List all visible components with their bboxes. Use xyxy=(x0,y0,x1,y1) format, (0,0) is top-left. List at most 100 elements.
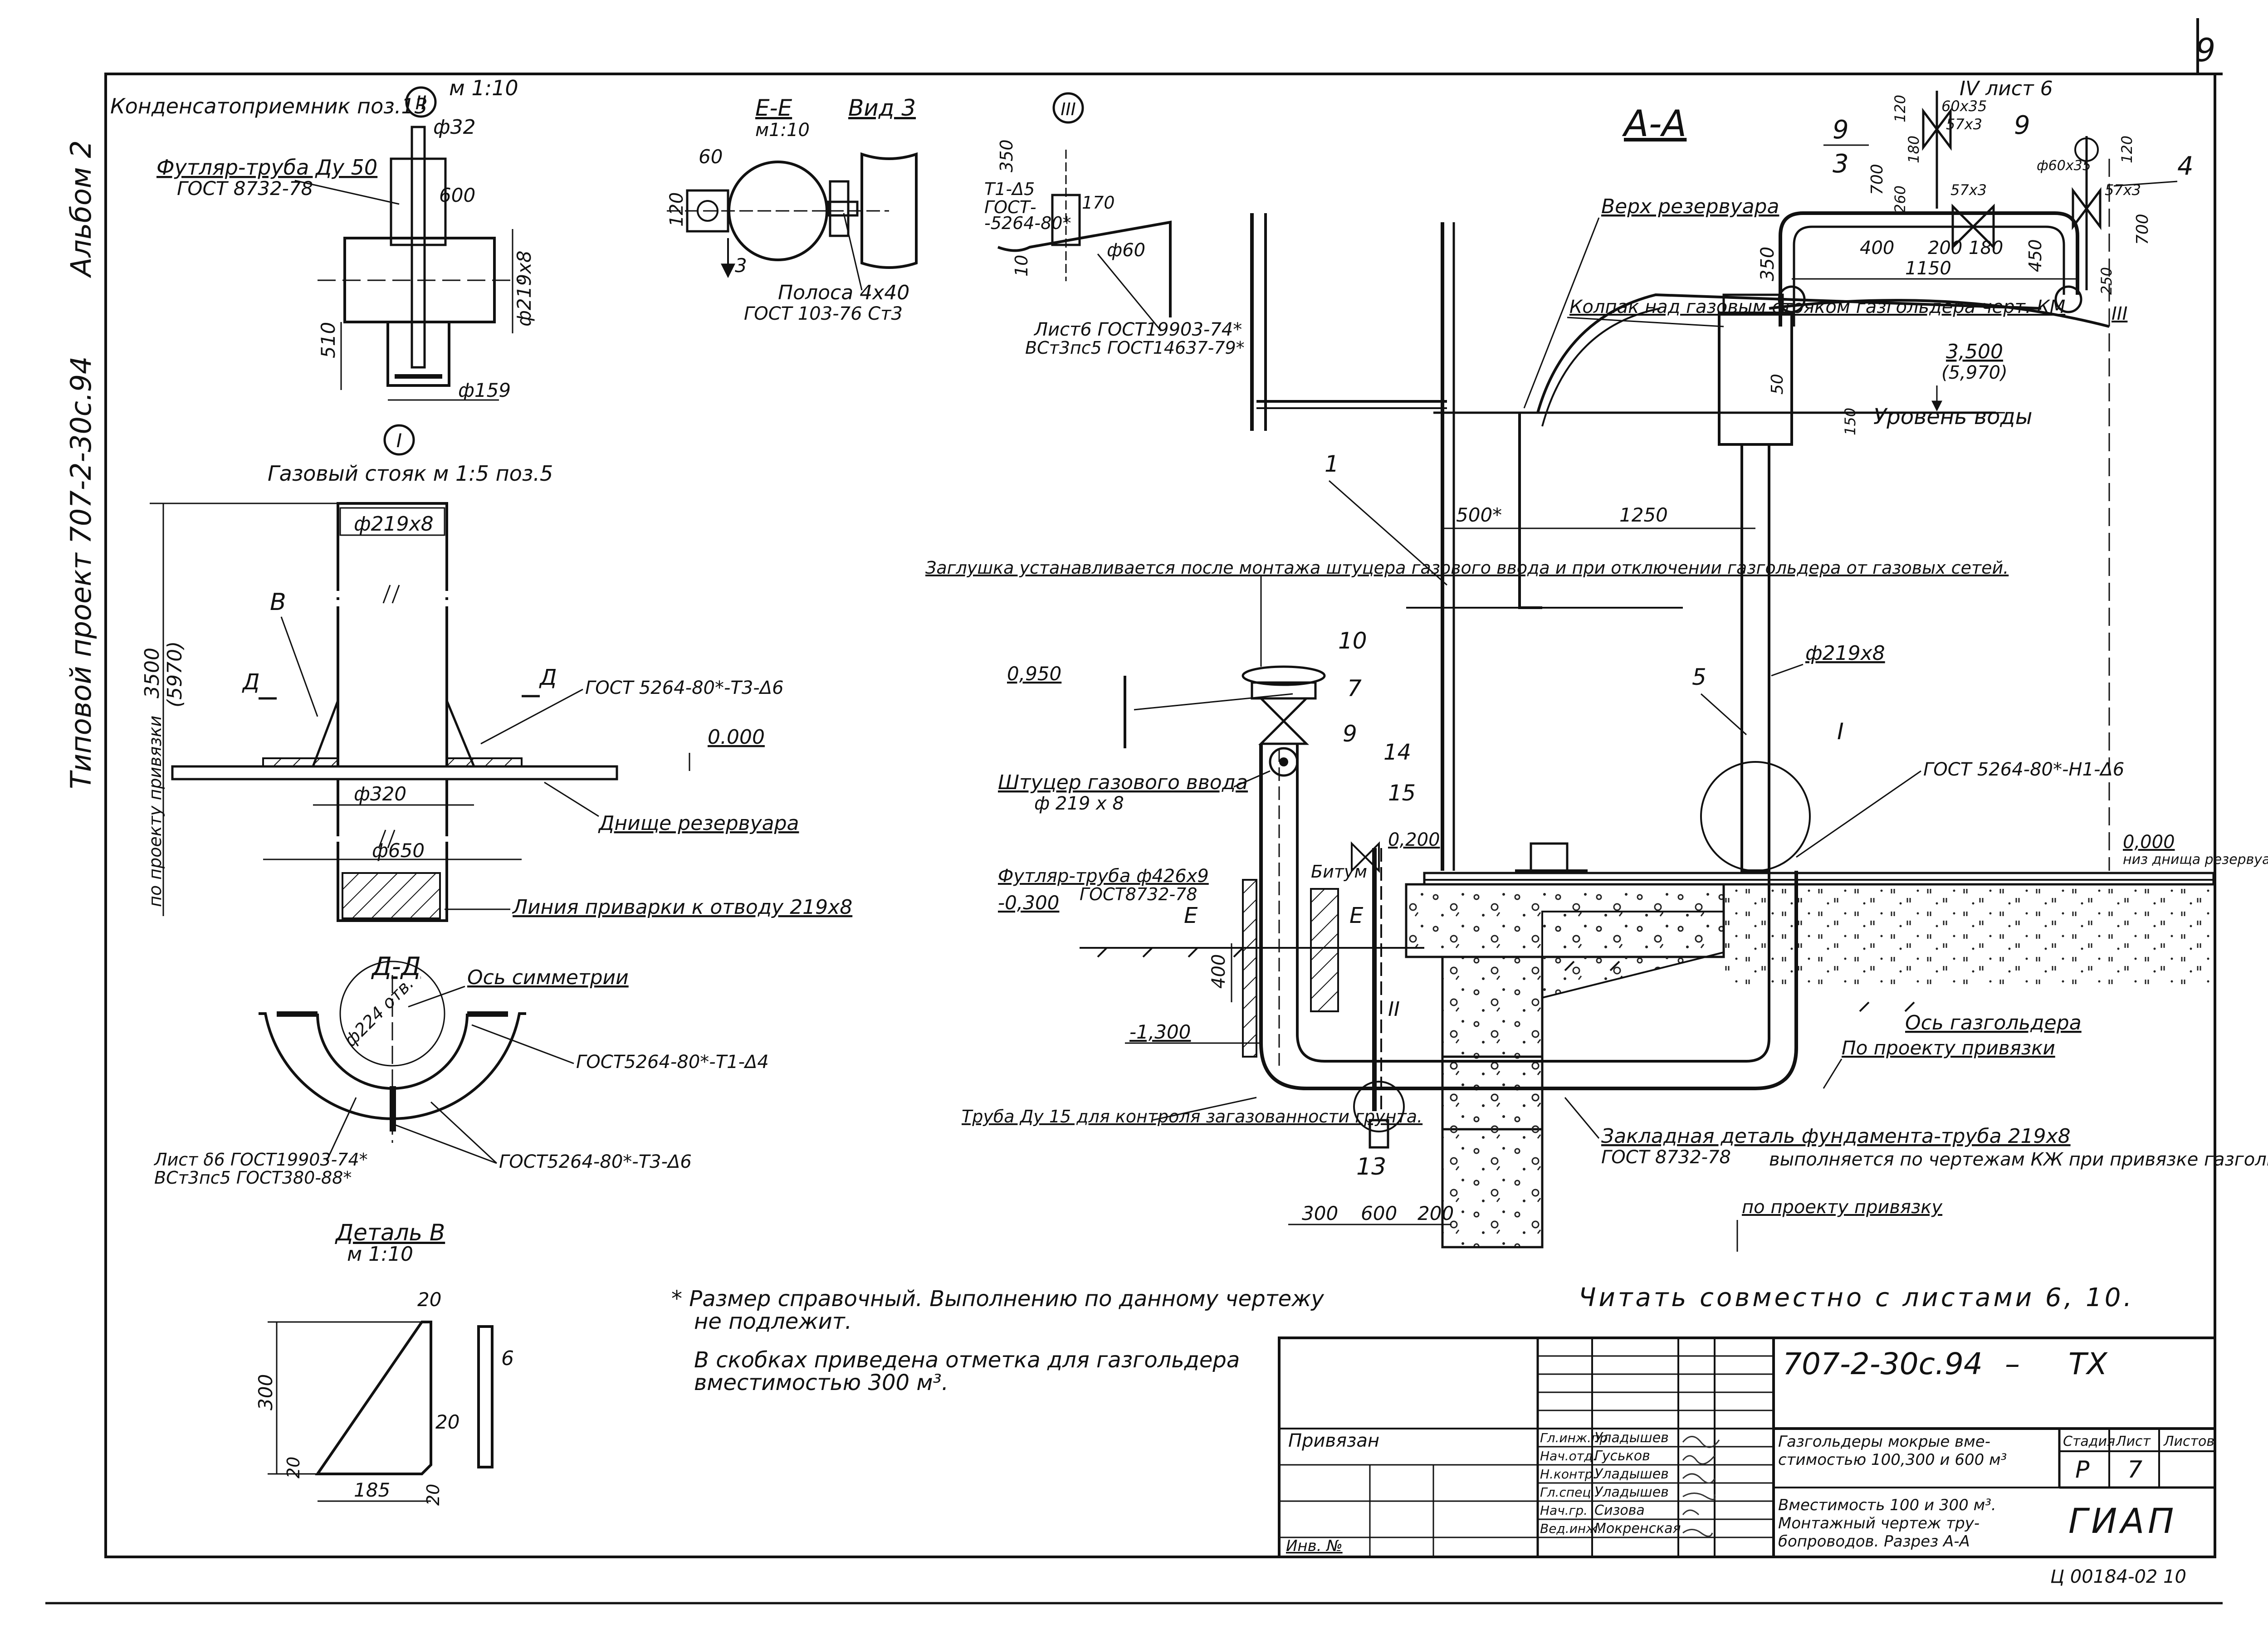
tb-role-3: Гл.спец. xyxy=(1540,1485,1595,1500)
detail-v: Деталь В м 1:10 20 300 20 20 185 20 6 xyxy=(254,1219,514,1506)
detail-circle-ii xyxy=(405,86,437,118)
tb-role-2: Н.контр. xyxy=(1540,1467,1597,1482)
aa-dim1150: 1150 xyxy=(1905,258,1951,279)
aa-dim250: 250 xyxy=(2098,267,2115,295)
aa-nut-b: 57х3 xyxy=(1946,116,1982,133)
section-ee-title: Е-Е xyxy=(755,95,792,121)
section-ee-d120: 120 xyxy=(666,192,687,227)
aa-pipe15: Труба Ду 15 для контроля загазованности … xyxy=(962,1107,1422,1127)
node3-d10: 10 xyxy=(1012,255,1031,277)
aa-circ-i: I xyxy=(1837,718,1844,745)
detail-v-d20c: 20 xyxy=(435,1411,459,1433)
aa-dim400v: 400 xyxy=(1208,954,1229,989)
aa-elev-m1300: -1,300 xyxy=(1129,1021,1191,1043)
sheet-number: 9 xyxy=(2195,32,2216,69)
condensate-dim600: 600 xyxy=(439,184,475,206)
view3-title: Вид 3 xyxy=(848,95,916,121)
node3-sheet: Лист6 ГОСТ19903-74* xyxy=(1033,319,1242,340)
tb-title-3: Вместимость 100 и 300 м³. xyxy=(1778,1496,1996,1514)
condensate-sleeve: Футляр-труба Ду 50 xyxy=(156,155,377,180)
aa-nut-d: 57х3 xyxy=(2105,181,2141,199)
detail-v-scale: м 1:10 xyxy=(347,1243,413,1266)
aa-pos9c: 9 xyxy=(1343,721,1357,747)
note-1: * Размер справочный. Выполнению по данно… xyxy=(671,1286,1324,1312)
condensate-detail: Конденсатоприемник поз.13 II м 1:10 ф32 … xyxy=(110,76,535,401)
tb-name-0: Уладышев xyxy=(1594,1430,1669,1446)
tb-stage-h: Стадия xyxy=(2063,1434,2115,1449)
view3-strip: Полоса 4х40 xyxy=(778,281,909,304)
tb-role-0: Гл.инж.пр xyxy=(1540,1430,1608,1445)
read-with: Читать совместно с листами 6, 10. xyxy=(1579,1283,2134,1312)
tb-role-4: Нач.гр. xyxy=(1540,1503,1588,1518)
tb-tx: ТХ xyxy=(2068,1346,2108,1381)
tb-sheets-h: Листов xyxy=(2163,1434,2214,1449)
aa-dim1250: 1250 xyxy=(1619,504,1668,526)
gas-riser-side-note: по проекту привязки xyxy=(145,716,165,907)
gas-riser-title: Газовый стояк м 1:5 поз.5 xyxy=(268,461,553,486)
aa-dim450: 450 xyxy=(2025,239,2045,272)
node3-circle: III xyxy=(1061,99,1076,119)
aa-dim180: 180 xyxy=(1969,238,2003,259)
aa-gost-weld: ГОСТ 5264-80*-Н1-Δ6 xyxy=(1923,759,2124,780)
gas-riser-label-v: В xyxy=(270,589,286,616)
tb-name-4: Сизова xyxy=(1594,1502,1645,1518)
section-dd-title: Д-Д xyxy=(371,952,421,981)
sheet-frame xyxy=(45,18,2223,1605)
detail-v-title: Деталь В xyxy=(335,1219,445,1246)
tb-name-5: Мокренская xyxy=(1594,1521,1681,1536)
aa-pos10: 10 xyxy=(1338,628,1367,654)
aa-nut-c: ф60х35 xyxy=(2037,158,2091,174)
aa-dim300: 300 xyxy=(1302,1202,1338,1224)
aa-dim500: 500* xyxy=(1456,504,1502,526)
aa-dim400: 400 xyxy=(1860,238,1894,259)
aa-mark-e1: Е xyxy=(1184,903,1198,928)
gas-riser-bottom: Днище резервуара xyxy=(598,812,799,835)
aa-per-project: По проекту привязки xyxy=(1842,1037,2055,1059)
section-dd-holes: ф224 отв. xyxy=(340,973,417,1050)
aa-circ-iii: III xyxy=(2112,303,2127,324)
section-aa: А-А IV лист 6 9 3 xyxy=(925,77,2268,1252)
tb-inv: Инв. № xyxy=(1286,1537,1343,1555)
tb-role-5: Вед.инж. xyxy=(1540,1521,1601,1536)
section-dd: Д-Д Ось симметрии ф224 отв. ГОСТ5264-80*… xyxy=(153,952,769,1188)
detail-circle-i xyxy=(383,424,415,456)
section-ee: Е-Е м1:10 60 120 3 xyxy=(666,95,889,278)
gas-riser-dim5970: (5970) xyxy=(163,641,186,707)
aa-dim600: 600 xyxy=(1361,1202,1397,1224)
detail-v-d20a: 20 xyxy=(417,1288,441,1311)
gas-riser-label-d1: Д xyxy=(242,669,260,695)
aa-dim120: 120 xyxy=(1892,95,1909,122)
aa-pos5: 5 xyxy=(1692,664,1706,690)
aa-water: Уровень воды xyxy=(1873,404,2033,429)
node-iii: III Т1-Δ5 ГОСТ- -5264-80* 350 170 10 ф60… xyxy=(984,92,1245,358)
gas-riser-d320: ф320 xyxy=(354,783,406,805)
notes: * Размер справочный. Выполнению по данно… xyxy=(671,1283,2134,1395)
section-ee-scale: м1:10 xyxy=(755,120,810,141)
gas-riser-d650: ф650 xyxy=(372,839,425,862)
tb-name-1: Гуськов xyxy=(1594,1448,1650,1464)
tb-archive: Ц 00184-02 10 xyxy=(2050,1566,2186,1587)
tb-title-1: Газгольдеры мокрые вме- xyxy=(1778,1433,1990,1451)
gas-riser-gost: ГОСТ 5264-80*-Т3-Δ6 xyxy=(585,678,784,698)
condensate-circle: II xyxy=(415,92,427,114)
aa-pos4: 4 xyxy=(2177,151,2194,181)
tb-title-5: бопроводов. Разрез А-А xyxy=(1778,1532,1970,1551)
node3-d60: ф60 xyxy=(1107,240,1145,261)
aa-elev-0000: 0,000 xyxy=(2123,832,2175,853)
aa-sleeve: Футляр-труба ф426х9 xyxy=(998,866,1209,887)
tb-code: 707-2-30с.94 xyxy=(1783,1346,1983,1381)
note-1b: не подлежит. xyxy=(694,1309,852,1334)
tb-title-2: стимостью 100,300 и 600 м³ xyxy=(1778,1451,2007,1469)
aa-d219: ф219х8 xyxy=(1805,642,1885,665)
node3-weld: Т1-Δ5 xyxy=(984,179,1035,199)
note-2b: вместимостью 300 м³. xyxy=(694,1370,948,1395)
detail-v-d20d: 20 xyxy=(423,1484,443,1506)
section-ee-arrow: 3 xyxy=(735,254,747,277)
aa-dim50: 50 xyxy=(1768,374,1787,395)
title-block: 707-2-30с.94 – ТХ Привязан Инв. № Гл.инж… xyxy=(1278,1336,2216,1587)
aa-pos3: 3 xyxy=(1833,149,1849,179)
aa-sleeve-gost: ГОСТ8732-78 xyxy=(1080,884,1198,904)
aa-dim200b: 200 xyxy=(1418,1202,1454,1224)
aa-elev-0200: 0,200 xyxy=(1388,829,1440,850)
